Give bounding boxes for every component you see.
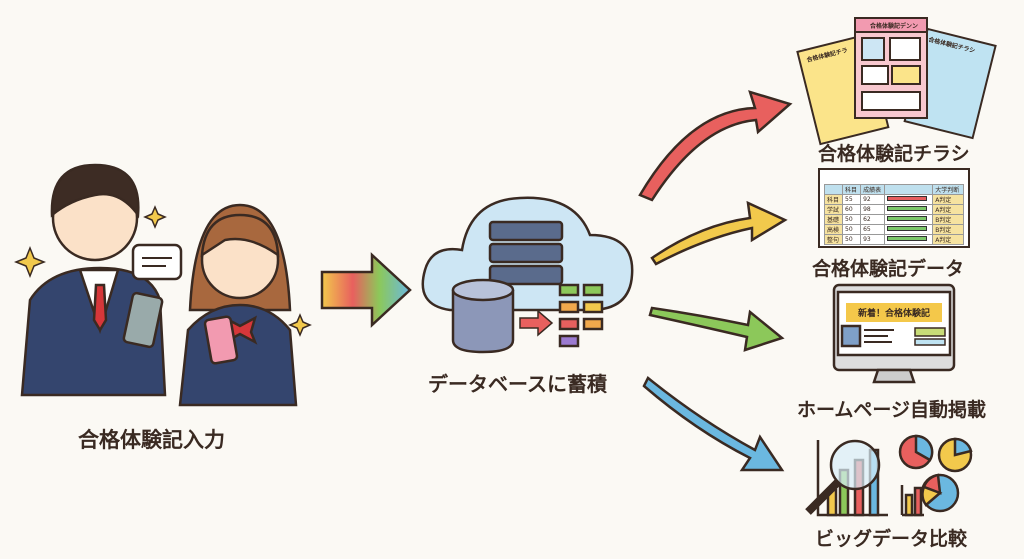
cell: B判定 [932,224,964,235]
cell: 93 [860,234,886,245]
cell: 62 [860,214,886,225]
table-header [823,184,844,195]
label-data: 合格体験記データ [812,258,965,280]
cell: 学試 [823,204,844,215]
arrow-to-flyer [638,90,793,202]
arrow-to-bigdata [642,376,785,472]
cell-bar [884,234,934,245]
cell: 基礎 [823,214,844,225]
cell-bar [884,204,934,215]
cell: 55 [842,194,862,205]
flyer-title-center: 合格体験記デンン [870,23,919,30]
table-header: 成績表 [860,184,886,195]
sparkle-icon [13,205,312,337]
cell: 50 [842,234,862,245]
cell: 整句 [823,234,844,245]
cell: A判定 [932,234,964,245]
cell-bar [884,194,934,205]
monitor-banner: 新着！合格体験記 [846,303,942,322]
score-bar [887,226,928,231]
label-input: 合格体験記入力 [78,428,225,452]
cell: 60 [842,204,862,215]
cell: 65 [860,224,886,235]
flyers-illustration [796,17,997,146]
score-bar [887,216,928,221]
rainbow-arrow-icon [320,252,412,328]
label-homepage: ホームページ自動掲載 [797,399,987,421]
table-header-row: 科目 成績表 大学判断 [823,184,964,195]
speech-bubble-icon [131,243,183,281]
cloud-database-icon [421,196,634,354]
cell: 50 [842,224,862,235]
arrow-to-homepage [648,306,785,352]
cell: 科目 [823,194,844,205]
arrow-to-data [650,200,788,266]
label-flyer: 合格体験記チラシ [818,143,970,165]
cell: A判定 [932,204,964,215]
monitor-illustration [832,283,956,384]
student-boy-illustration [20,163,167,397]
score-bar [887,206,928,211]
cell-bar [884,214,934,225]
bigdata-charts-illustration [805,434,973,517]
score-bar [887,196,928,201]
student-girl-illustration [178,203,298,407]
table-header: 科目 [842,184,862,195]
label-database: データベースに蓄積 [428,372,607,396]
cell: 50 [842,214,862,225]
table-header [884,184,934,195]
score-bar [887,236,928,241]
cell: A判定 [932,194,964,205]
cell: 92 [860,194,886,205]
cell: B判定 [932,214,964,225]
cell: 高検 [823,224,844,235]
table-header: 大学判断 [932,184,964,195]
cell-bar [884,224,934,235]
label-bigdata: ビッグデータ比較 [815,528,968,550]
cell: 98 [860,204,886,215]
